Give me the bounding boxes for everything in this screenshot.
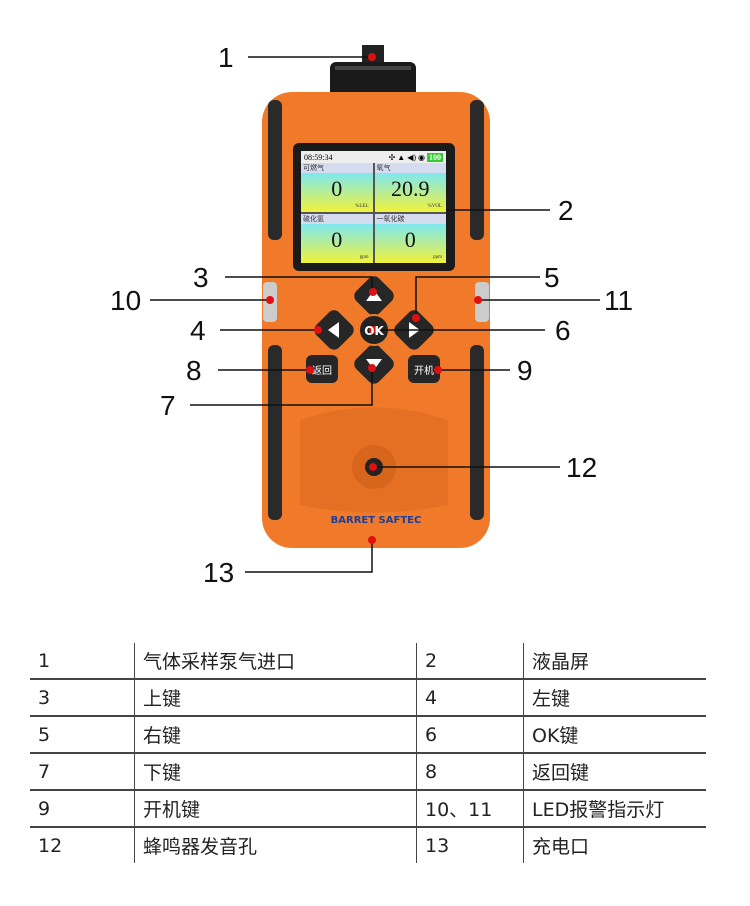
device-illustration: 返回 开机 BARRET SAFTEC OK 1 2 3 4 5 6 7 8 9… <box>110 42 633 588</box>
legend-text: OK键 <box>523 716 706 754</box>
legend-text: 右键 <box>134 716 417 754</box>
ok-button-label: OK <box>364 324 384 338</box>
legend-text: 液晶屏 <box>523 643 706 680</box>
legend-number: 9 <box>30 790 135 828</box>
status-bar: 08:59:34 ✣ ▲ ◀) ◉ 100 <box>301 151 446 163</box>
gas-unit: %VOL <box>427 204 442 209</box>
legend-number: 7 <box>30 753 135 791</box>
gas-label: 一氧化碳 <box>376 215 405 223</box>
gas-unit: %LEL <box>355 204 369 209</box>
svg-text:1: 1 <box>218 42 234 73</box>
svg-text:5: 5 <box>544 262 560 293</box>
legend-number: 6 <box>416 716 524 754</box>
clock: 08:59:34 <box>304 152 333 162</box>
legend-text: 气体采样泵气进口 <box>134 643 417 680</box>
legend-number: 5 <box>30 716 135 754</box>
speaker-area <box>300 407 448 513</box>
svg-text:8: 8 <box>186 355 202 386</box>
gas-value: 0 <box>331 176 343 201</box>
back-button-label: 返回 <box>312 365 332 377</box>
battery-icon: 100 <box>427 152 443 162</box>
legend-number: 8 <box>416 753 524 791</box>
svg-text:6: 6 <box>555 315 571 346</box>
led-right <box>475 282 489 322</box>
svg-text:11: 11 <box>604 285 633 316</box>
legend-number: 4 <box>416 679 524 717</box>
legend-number: 12 <box>38 834 63 857</box>
power-button[interactable] <box>408 355 440 383</box>
legend-text: 下键 <box>134 753 417 791</box>
brand-label: BARRET SAFTEC <box>331 515 422 526</box>
legend-text: 上键 <box>134 679 417 717</box>
legend-text: 左键 <box>523 679 706 717</box>
legend-number: 10、11 <box>416 790 524 828</box>
gas-cell-lel: 可燃气 0 %LEL <box>301 163 373 212</box>
legend-text: 充电口 <box>523 827 706 863</box>
keypad: 返回 开机 <box>306 276 440 384</box>
legend-number: 1 <box>30 643 135 680</box>
power-button-label: 开机 <box>414 364 434 377</box>
legend-number: 3 <box>30 679 135 717</box>
callout-numbers: 1 2 3 4 5 6 7 8 9 10 11 12 13 <box>110 42 633 588</box>
legend-number: 13 <box>416 827 524 863</box>
legend-text: 返回键 <box>523 753 706 791</box>
left-arrow-icon <box>328 322 339 338</box>
back-button[interactable] <box>306 355 338 383</box>
gas-cell-h2s: 硫化氢 0 ppm <box>301 214 373 263</box>
svg-text:10: 10 <box>110 285 141 316</box>
gas-cell-co: 一氧化碳 0 ppm <box>374 214 446 263</box>
svg-text:3: 3 <box>193 262 209 293</box>
legend-number: 2 <box>416 643 524 680</box>
down-arrow-icon <box>366 359 382 370</box>
gas-value: 0 <box>404 227 416 252</box>
gas-label: 可燃气 <box>303 164 324 172</box>
legend-text: LED报警指示灯 <box>523 790 706 828</box>
legend-text: 蜂鸣器发音孔 <box>134 827 417 863</box>
svg-text:4: 4 <box>190 315 206 346</box>
gas-value: 0 <box>331 227 343 252</box>
svg-text:12: 12 <box>566 452 597 483</box>
svg-text:2: 2 <box>558 195 574 226</box>
svg-text:13: 13 <box>203 557 234 588</box>
gas-label: 硫化氢 <box>303 215 324 223</box>
gas-unit: ppm <box>359 255 369 260</box>
legend-text: 开机键 <box>134 790 417 828</box>
gas-unit: ppm <box>433 255 442 260</box>
svg-text:7: 7 <box>160 390 176 421</box>
gas-value: 20.9 <box>391 176 430 201</box>
svg-text:9: 9 <box>517 355 533 386</box>
callout-lines <box>150 56 600 573</box>
status-icons: ✣ ▲ ◀) ◉ 100 <box>388 152 443 162</box>
gas-label: 氧气 <box>376 164 391 172</box>
